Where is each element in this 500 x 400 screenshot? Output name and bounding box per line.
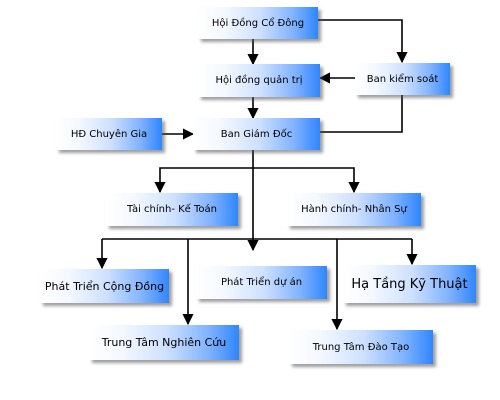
node-label: Phát Triển dự án [220,277,303,288]
node-label: Trung Tâm Đào Tạo [312,341,410,353]
node-label: Hội đồng quản trị [215,75,303,86]
node-hd-chuyen-gia: HĐ Chuyên Gia [56,118,162,150]
node-label: HĐ Chuyên Gia [70,128,148,140]
node-trung-tam-nghien-cuu: Trung Tâm Nghiên Cứu [89,325,239,360]
connector-hdcd-bks [318,19,408,64]
node-hanh-chinh-nhan-su: Hành chính- Nhân Sự [287,193,421,226]
node-ban-kiem-soat: Ban kiểm soát [355,63,450,95]
connector-bks-bgd [320,95,403,133]
node-hoi-dong-quan-tri: Hội đồng quản trị [198,64,320,97]
node-label: Ban kiểm soát [366,73,439,85]
node-ha-tang-ky-thuat: Hạ Tầng Kỹ Thuật [343,265,476,303]
node-label: Hạ Tầng Kỹ Thuật [351,276,468,292]
node-tai-chinh-ke-toan: Tài chính- Kế Toán [106,193,238,226]
node-label: Hội Đồng Cổ Đông [211,17,305,29]
node-phat-trien-du-an: Phát Triển dự án [196,266,327,299]
node-label: Ban Giám Đốc [220,128,293,140]
node-label: Phát Triển Cộng Đồng [44,279,165,293]
node-hoi-dong-co-dong: Hội Đồng Cổ Đông [198,7,318,39]
node-phat-trien-cong-dong: Phát Triển Cộng Đồng [40,269,169,303]
node-trung-tam-dao-tao: Trung Tâm Đào Tạo [289,330,433,364]
connector-bgd-taichinh [154,167,253,194]
connector-bgd-hanhchinh [253,167,360,194]
node-label: Hành chính- Nhân Sự [301,204,407,215]
node-label: Tài chính- Kế Toán [127,204,217,215]
node-ban-giam-doc: Ban Giám Đốc [193,118,320,150]
node-label: Trung Tâm Nghiên Cứu [101,336,227,349]
